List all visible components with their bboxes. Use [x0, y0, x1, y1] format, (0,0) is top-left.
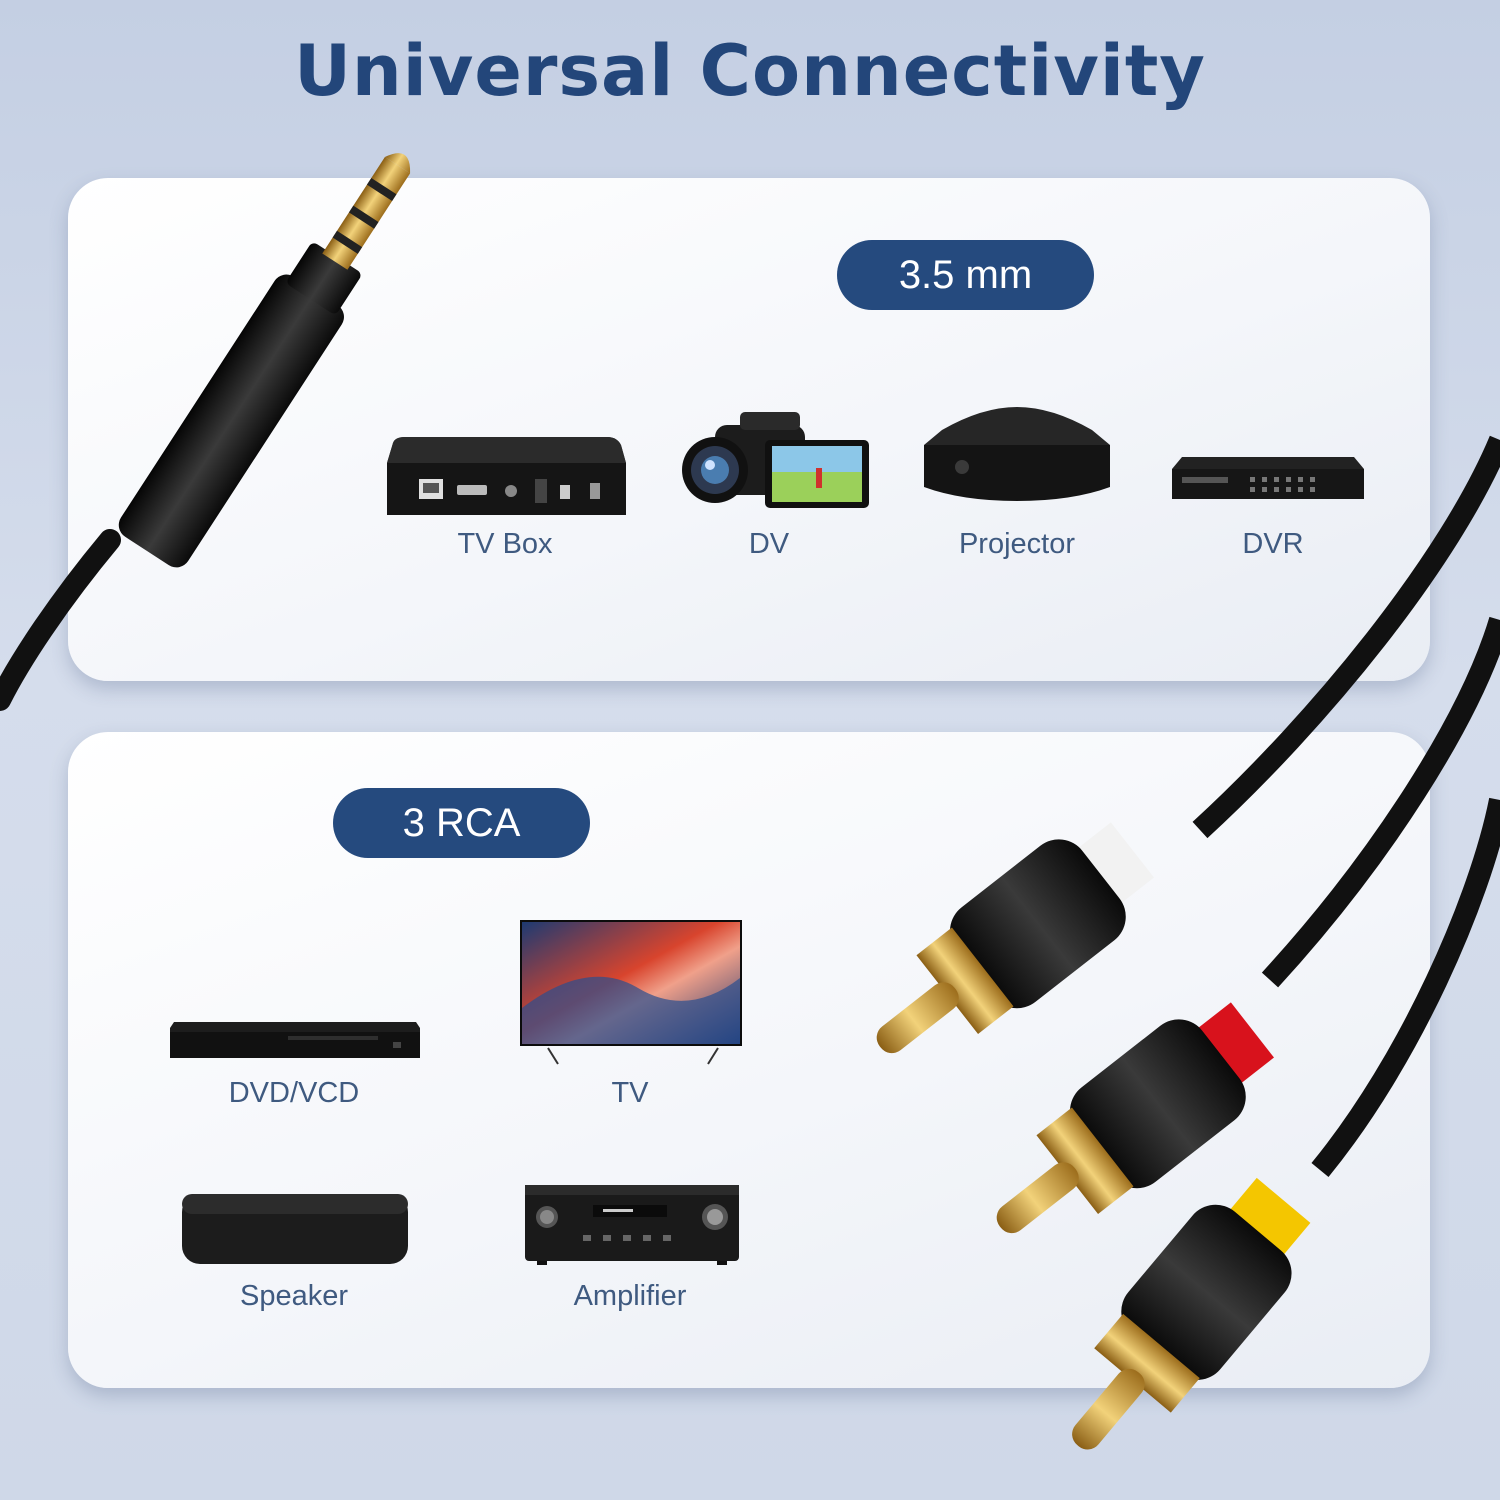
device-label-speaker: Speaker — [239, 1280, 348, 1312]
device-label-dvr: DVR — [1242, 528, 1304, 560]
dvr-icon — [1172, 457, 1364, 499]
dvd-player-icon — [170, 1022, 420, 1058]
device-label-dvd-vcd: DVD/VCD — [228, 1077, 360, 1109]
tv-box-icon — [387, 437, 626, 515]
camcorder-icon — [682, 412, 869, 508]
tv-icon — [520, 920, 742, 1065]
cable-3-5mm — [0, 529, 121, 711]
page-title: Universal Connectivity — [294, 30, 1206, 112]
rca-plug-yellow — [1072, 1177, 1311, 1450]
cable-rca-yellow — [1311, 797, 1500, 1177]
badge-3-5mm: 3.5 mm — [837, 240, 1094, 310]
jack-3-5mm-plug — [118, 153, 411, 568]
device-label-projector: Projector — [958, 528, 1076, 560]
device-label-tv-box: TV Box — [457, 528, 553, 560]
amplifier-icon — [525, 1185, 739, 1265]
cable-rca-white — [1192, 435, 1500, 839]
speaker-icon — [182, 1194, 408, 1264]
device-label-dv: DV — [748, 528, 790, 560]
badge-3-rca: 3 RCA — [333, 788, 590, 858]
device-label-tv: TV — [611, 1077, 649, 1109]
rca-plug-red — [996, 1002, 1274, 1234]
cable-rca-red — [1261, 616, 1500, 988]
device-label-amplifier: Amplifier — [573, 1280, 687, 1312]
projector-icon — [924, 407, 1110, 501]
rca-plug-white — [876, 822, 1154, 1054]
